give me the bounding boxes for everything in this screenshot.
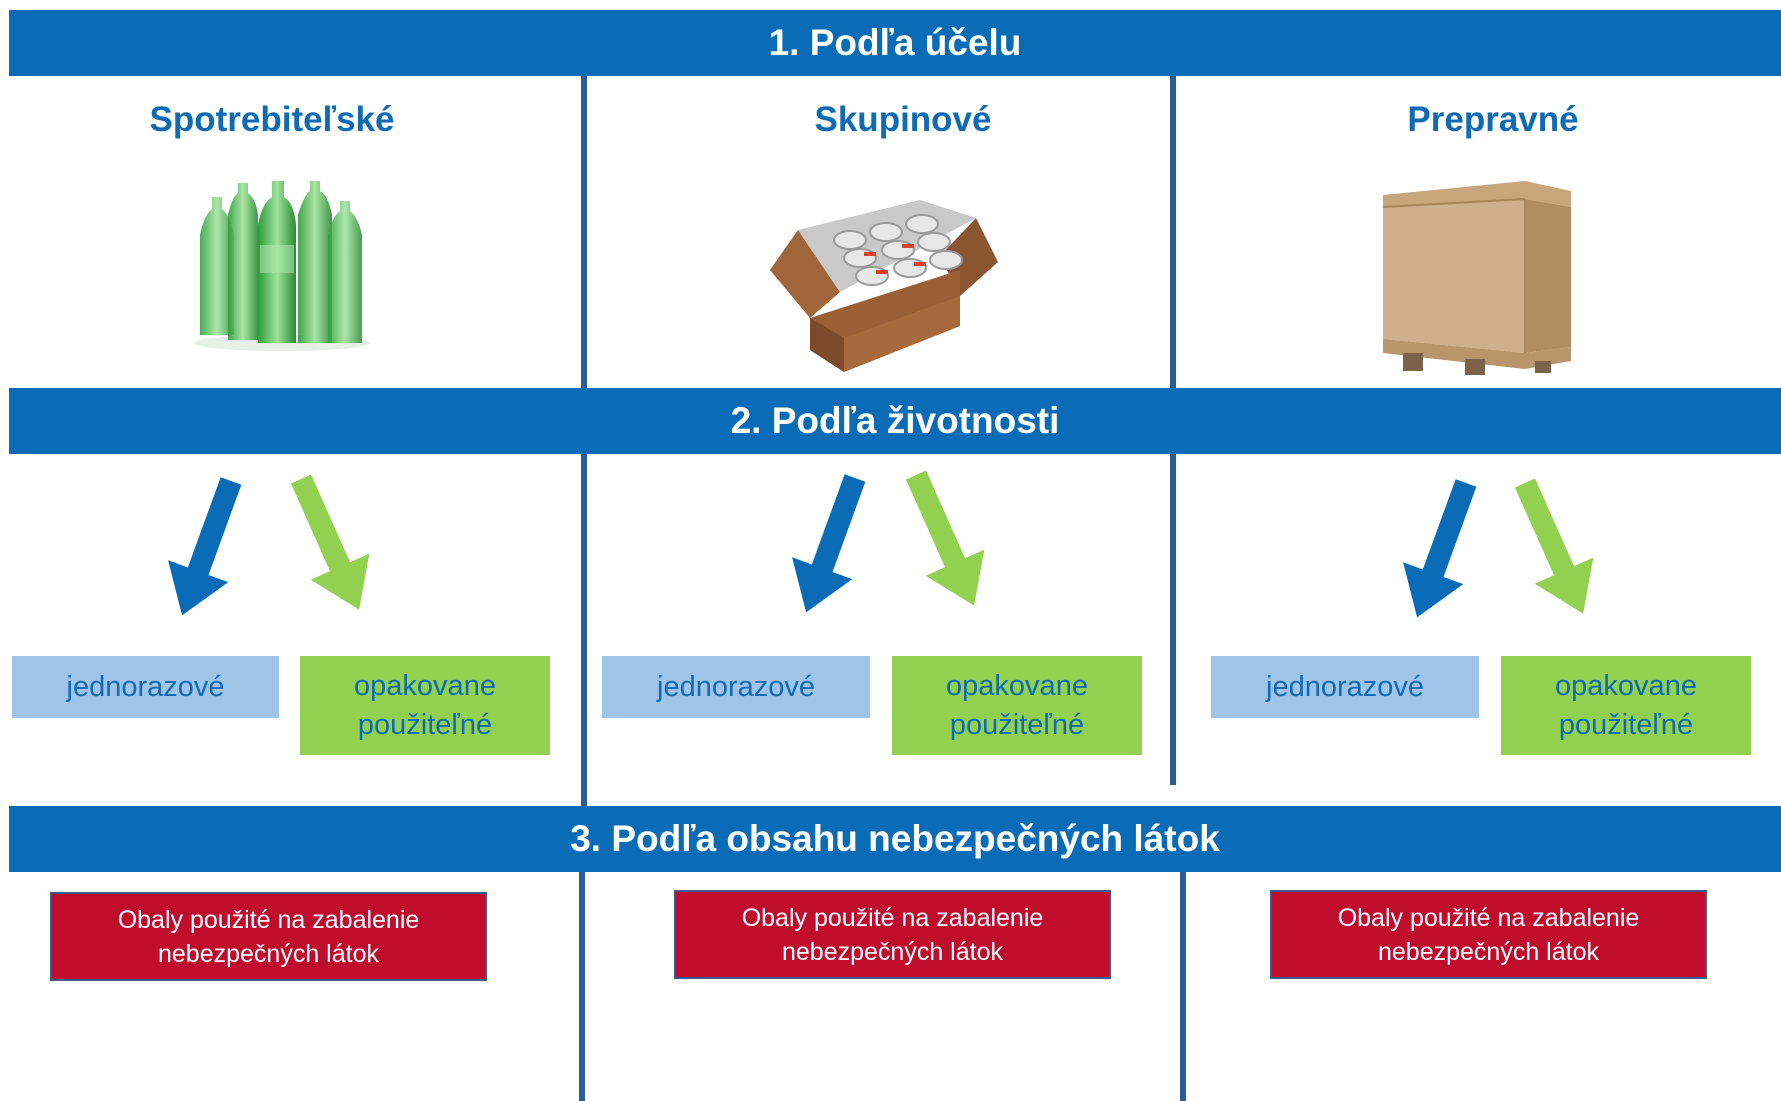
single-use-label: jednorazové — [66, 670, 225, 703]
single-use-box-consumer: jednorazové — [12, 656, 279, 718]
down-arrow-icon — [152, 461, 1613, 629]
divider-line — [1180, 860, 1186, 1101]
reusable-label: opakovane použiteľné — [946, 669, 1088, 741]
single-use-label: jednorazové — [1266, 670, 1424, 703]
pallet-box-image — [1382, 181, 1571, 375]
column-title-group: Skupinové — [814, 100, 992, 139]
band-hazard-label: 3. Podľa obsahu nebezpečných látok — [570, 818, 1220, 859]
column-title-transport: Prepravné — [1407, 100, 1579, 139]
hazard-box-transport: Obaly použité na zabalenie nebezpečných … — [1270, 890, 1707, 979]
hazard-box-label: Obaly použité na zabalenie nebezpečných … — [117, 905, 420, 968]
band-hazard: 3. Podľa obsahu nebezpečných látok — [9, 806, 1781, 872]
column-title-consumer: Spotrebiteľské — [149, 100, 395, 139]
reusable-box-group: opakovane použiteľné — [892, 656, 1142, 755]
hazard-box-consumer: Obaly použité na zabalenie nebezpečných … — [50, 892, 487, 981]
single-use-box-transport: jednorazové — [1211, 656, 1479, 718]
band-lifetime: 2. Podľa životnosti — [9, 388, 1781, 454]
box-of-cans-image — [770, 200, 998, 372]
green-bottles-image — [188, 175, 376, 357]
band-lifetime-label: 2. Podľa životnosti — [730, 400, 1060, 441]
reusable-box-consumer: opakovane použiteľné — [300, 656, 550, 755]
hazard-box-group: Obaly použité na zabalenie nebezpečných … — [674, 890, 1111, 979]
hazard-box-label: Obaly použité na zabalenie nebezpečných … — [1337, 903, 1640, 966]
reusable-box-transport: opakovane použiteľné — [1501, 656, 1751, 755]
reusable-label: opakovane použiteľné — [1555, 669, 1697, 741]
single-use-box-group: jednorazové — [602, 656, 870, 718]
single-use-label: jednorazové — [657, 670, 815, 703]
band-purpose-label: 1. Podľa účelu — [768, 22, 1022, 63]
reusable-label: opakovane použiteľné — [354, 669, 496, 741]
band-purpose: 1. Podľa účelu — [9, 10, 1781, 76]
divider-line — [579, 870, 585, 1101]
hazard-box-label: Obaly použité na zabalenie nebezpečných … — [741, 903, 1044, 966]
